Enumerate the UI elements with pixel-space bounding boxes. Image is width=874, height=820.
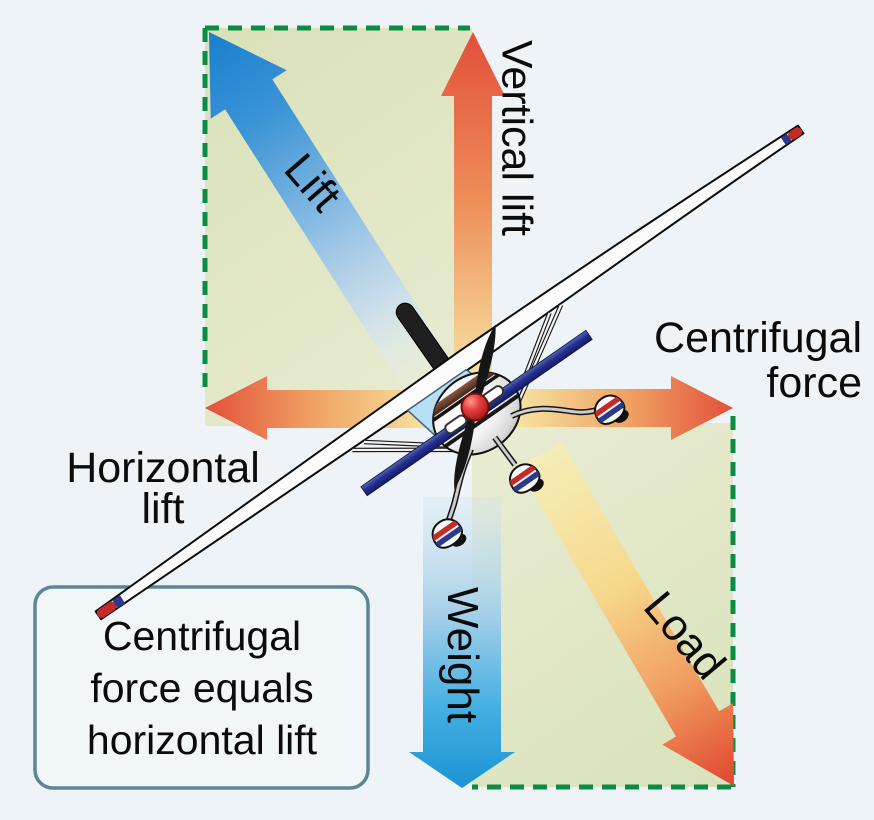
callout-line1: Centrifugal [102, 613, 302, 659]
airplane-illustration [94, 124, 805, 621]
horizontal-lift-line1: Horizontal [66, 444, 260, 492]
horizontal-lift-label: Horizontal lift [55, 444, 271, 533]
vertical-lift-label: Vertical lift [492, 40, 541, 236]
wheel-right [588, 388, 630, 430]
callout-line2: force equals [90, 665, 314, 711]
wingtip-markings [96, 127, 802, 618]
weight-arrow [409, 497, 515, 788]
vertical-lift-arrow [441, 32, 505, 398]
wing-struts [352, 304, 564, 453]
wheel-nose [503, 457, 545, 499]
callout-box [33, 585, 370, 790]
weight-label: Weight [438, 586, 488, 724]
horizontal-lift-line2: lift [141, 485, 185, 533]
centrifugal-force-line1: Centrifugal [654, 314, 862, 362]
callout-line3: horizontal lift [86, 717, 318, 763]
airplane-propeller [454, 324, 496, 490]
airplane-spinner [460, 392, 490, 422]
wheel-left [425, 512, 468, 554]
load-arrow [518, 442, 734, 786]
lift-arrow [209, 32, 452, 390]
centrifugal-force-line2: force [766, 359, 862, 407]
callout-text: Centrifugal force equals horizontal lift [50, 610, 354, 766]
centrifugal-force-label: Centrifugal force [606, 316, 862, 406]
airplane-wing [94, 124, 805, 621]
